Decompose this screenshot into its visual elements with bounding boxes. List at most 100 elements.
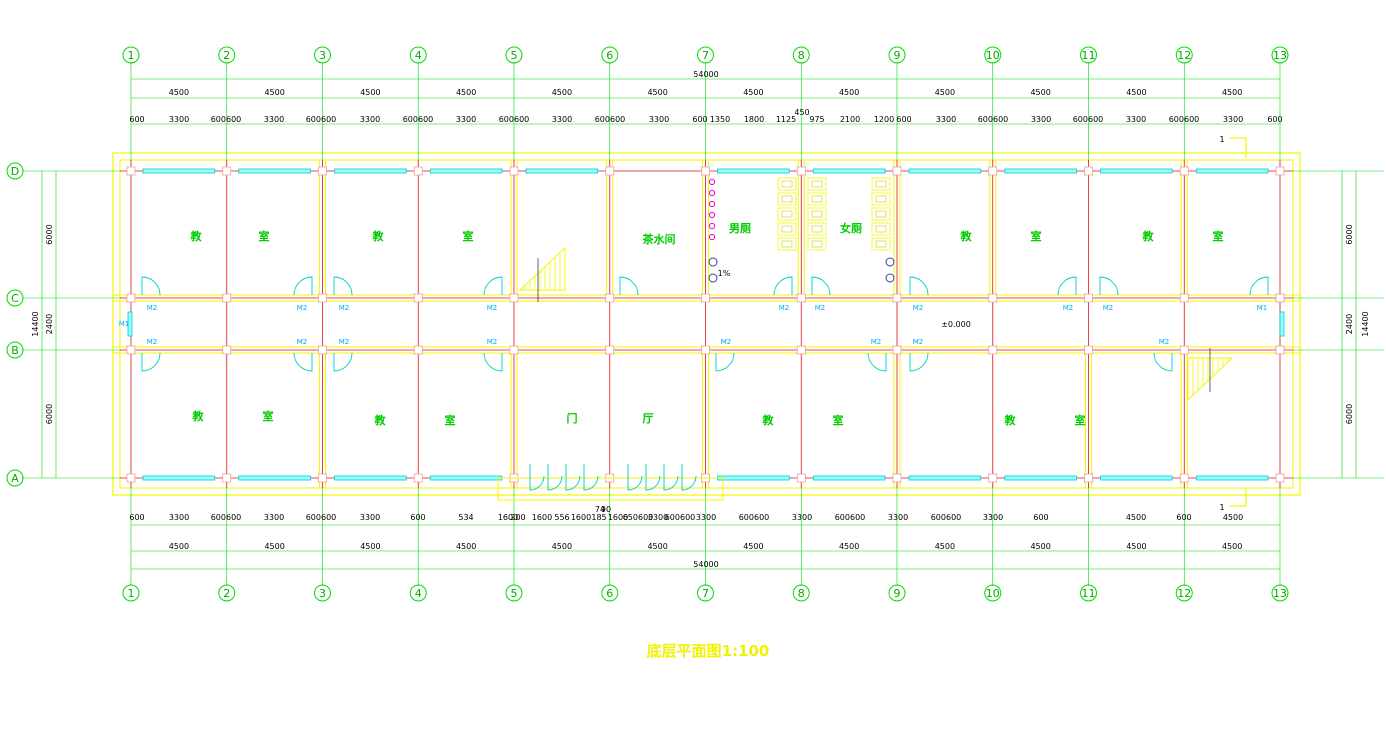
window bbox=[142, 475, 216, 481]
dim-detail-top: 3300 bbox=[552, 115, 572, 124]
structural-column bbox=[892, 166, 902, 176]
door-tag-m2: M2 bbox=[779, 304, 790, 312]
dim-bay-bottom: 4500 bbox=[264, 542, 284, 551]
dim-detail-bottom: 3300 bbox=[169, 513, 189, 522]
entrance-platform bbox=[497, 477, 724, 501]
dim-detail-top: 1800 bbox=[744, 115, 764, 124]
axis-number-label: 13 bbox=[1273, 49, 1287, 62]
room-label: 教 bbox=[1004, 413, 1017, 427]
door-swing bbox=[1153, 352, 1173, 372]
dim-detail-top: 3300 bbox=[936, 115, 956, 124]
room-label: 教 bbox=[960, 229, 973, 243]
dim-detail-top: 600600 bbox=[306, 115, 337, 124]
door-swing bbox=[1057, 276, 1077, 296]
axis-number-label: 6 bbox=[606, 49, 613, 62]
dim-detail-bottom: 600600 bbox=[211, 513, 242, 522]
structural-column bbox=[222, 473, 232, 483]
structural-column bbox=[1275, 293, 1285, 303]
entrance-door-swing bbox=[681, 464, 697, 491]
dim-detail-top: 600600 bbox=[403, 115, 434, 124]
dim-detail-bottom: 185 bbox=[591, 513, 606, 522]
toilet-stall bbox=[807, 222, 827, 236]
structural-column bbox=[796, 166, 806, 176]
dim-detail-top: 3300 bbox=[169, 115, 189, 124]
slope-mark: 1% bbox=[718, 269, 731, 278]
window bbox=[1100, 475, 1173, 481]
dim-detail-top: 1125 bbox=[776, 115, 796, 124]
axis-letter-label: D bbox=[11, 165, 19, 178]
axis-bubble bbox=[601, 46, 619, 64]
axis-bubble bbox=[792, 46, 810, 64]
door-swing bbox=[811, 276, 831, 296]
structural-column bbox=[126, 293, 136, 303]
axis-bubble bbox=[6, 289, 24, 307]
dim-bay-bottom: 4500 bbox=[647, 542, 667, 551]
dim-right-total: 14400 bbox=[1361, 311, 1370, 336]
dim-bay-bottom: 4500 bbox=[839, 542, 859, 551]
structural-column bbox=[1179, 473, 1189, 483]
dim-detail-bottom: 200 bbox=[510, 513, 525, 522]
dim-left: 6000 bbox=[45, 404, 54, 424]
axis-number-label: 8 bbox=[798, 587, 805, 600]
structural-column bbox=[318, 473, 327, 483]
outer-wall-inner-line bbox=[119, 159, 1294, 489]
toilet-stall bbox=[871, 222, 891, 236]
dim-small: 90 bbox=[601, 505, 611, 514]
axis-bubble bbox=[888, 46, 906, 64]
axis-bubble bbox=[1271, 46, 1289, 64]
dim-bay-bottom: 4500 bbox=[169, 542, 189, 551]
door-swing bbox=[619, 276, 639, 296]
room-label-mens: 男厕 bbox=[729, 222, 751, 235]
door-swing bbox=[333, 276, 353, 296]
axis-bubble bbox=[984, 46, 1002, 64]
axis-bubble bbox=[505, 46, 523, 64]
door-tag-m2: M2 bbox=[1159, 338, 1170, 346]
dim-bay-top: 4500 bbox=[360, 88, 380, 97]
structural-column bbox=[318, 293, 327, 303]
dim-bay-bottom: 4500 bbox=[360, 542, 380, 551]
stair-left bbox=[518, 246, 566, 291]
section-mark: 1 bbox=[1219, 503, 1224, 512]
dim-total-top: 54000 bbox=[693, 70, 718, 79]
annotation-layer: 1122334455667788991010111112121313DCBA教室… bbox=[6, 46, 1289, 602]
dim-detail-bottom: 600600 bbox=[931, 513, 962, 522]
door-tag-m2: M2 bbox=[871, 338, 882, 346]
toilet-fixture bbox=[781, 195, 793, 203]
entrance-door-swing bbox=[645, 464, 661, 491]
door-swing bbox=[1099, 276, 1119, 296]
toilet-fixture bbox=[811, 195, 823, 203]
dim-detail-bottom: 3300 bbox=[888, 513, 908, 522]
dim-bay-bottom: 4500 bbox=[935, 542, 955, 551]
dim-detail-bottom: 3300 bbox=[696, 513, 716, 522]
room-label: 教 bbox=[1142, 229, 1155, 243]
dim-bay-top: 4500 bbox=[839, 88, 859, 97]
sink bbox=[885, 257, 895, 267]
door-tag-m2: M2 bbox=[487, 304, 498, 312]
sink bbox=[708, 257, 718, 267]
dim-bay-bottom: 4500 bbox=[456, 542, 476, 551]
structural-column bbox=[1084, 345, 1093, 355]
room-label-womens: 女厕 bbox=[840, 221, 862, 235]
dim-detail-bottom: 1600 bbox=[532, 513, 552, 522]
window bbox=[429, 168, 503, 174]
urinal bbox=[708, 178, 716, 186]
axis-number-label: 11 bbox=[1082, 587, 1096, 600]
toilet-stall bbox=[777, 177, 797, 191]
door-swing bbox=[715, 352, 735, 372]
toilet-stall bbox=[777, 207, 797, 221]
dim-detail-top: 975 bbox=[809, 115, 824, 124]
dim-detail-bottom: 600600 bbox=[835, 513, 866, 522]
door-tag-m2: M2 bbox=[147, 304, 158, 312]
dim-detail-top: 600 bbox=[692, 115, 707, 124]
section-symbol bbox=[1230, 137, 1247, 158]
dim-right: 6000 bbox=[1345, 404, 1354, 424]
structural-column bbox=[605, 293, 615, 303]
room-label: 教 bbox=[374, 413, 387, 427]
door-tag-m2: M2 bbox=[339, 304, 350, 312]
dim-detail-bottom: 600600 bbox=[665, 513, 696, 522]
dim-detail-bottom: 3300 bbox=[648, 513, 668, 522]
window bbox=[525, 168, 599, 174]
dim-detail-bottom: 600 bbox=[1176, 513, 1191, 522]
door-swing bbox=[1249, 276, 1269, 296]
toilet-fixture bbox=[811, 225, 823, 233]
